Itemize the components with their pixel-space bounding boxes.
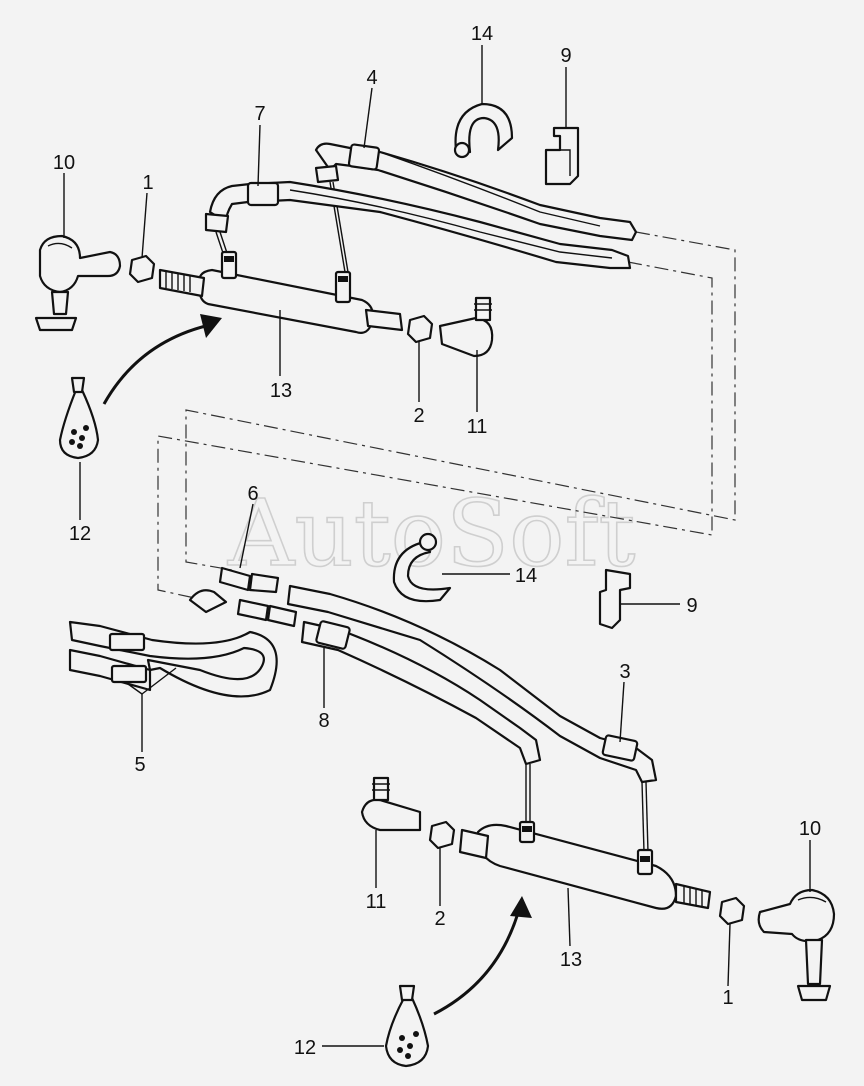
nut-1-top [128,254,156,284]
bracket-9-bottom [598,568,632,630]
cylinder-13-bottom [458,820,712,910]
callout-14-top: 14 [471,23,493,45]
callout-10-top: 10 [53,152,75,174]
leader-lines [63,45,811,1047]
callout-4: 4 [366,67,377,89]
connection-lines [157,231,736,601]
bag-icon-top [58,376,100,460]
bottom-assembly [68,532,836,1068]
hose-8 [300,620,542,826]
callout-5: 5 [134,754,145,776]
cylinder-13-top [158,250,404,334]
nut-2-bottom [428,820,456,850]
watermark: AutoSoft [227,480,636,587]
nut-2-top [406,314,434,344]
callout-numbers: 14 9 4 7 10 1 13 2 11 12 6 14 9 3 8 5 10… [53,23,821,1059]
callout-8: 8 [318,710,329,732]
bag-icon-bottom [384,984,430,1068]
hose-3 [286,584,658,853]
tie-rod-end-11-bottom [360,776,422,832]
tie-rod-end-11-top [438,296,494,358]
nut-1-bottom [718,896,746,926]
callout-13-top: 13 [270,380,292,402]
callout-9-top: 9 [560,45,571,67]
callout-1-top: 1 [142,172,153,194]
callout-2-top: 2 [413,405,424,427]
arrow-bottom [433,905,522,1016]
callout-7: 7 [254,103,265,125]
clamp-14-bottom [392,532,452,603]
callout-1-bottom: 1 [722,987,733,1009]
clamp-14-top [453,102,514,159]
callout-10-bottom: 10 [799,818,821,840]
top-assembly [34,102,638,460]
callout-11-top: 11 [467,416,488,438]
fitting-6 [218,566,298,628]
callout-12-bottom: 12 [294,1037,316,1059]
callout-6: 6 [247,483,258,505]
callout-9-bottom: 9 [686,595,697,617]
callout-2-bottom: 2 [434,908,445,930]
callout-13-bottom: 13 [560,949,582,971]
callout-14-bottom: 14 [515,565,537,587]
bracket-9-top [544,126,580,186]
callout-3: 3 [619,661,630,683]
hose-7 [204,180,632,270]
callout-12-top: 12 [69,523,91,545]
tie-rod-end-10-top [34,234,122,332]
callout-11-bottom: 11 [366,891,387,913]
tie-rod-end-10-bottom [757,888,836,1002]
arrow-top [102,322,215,405]
hoses-5 [68,589,278,698]
